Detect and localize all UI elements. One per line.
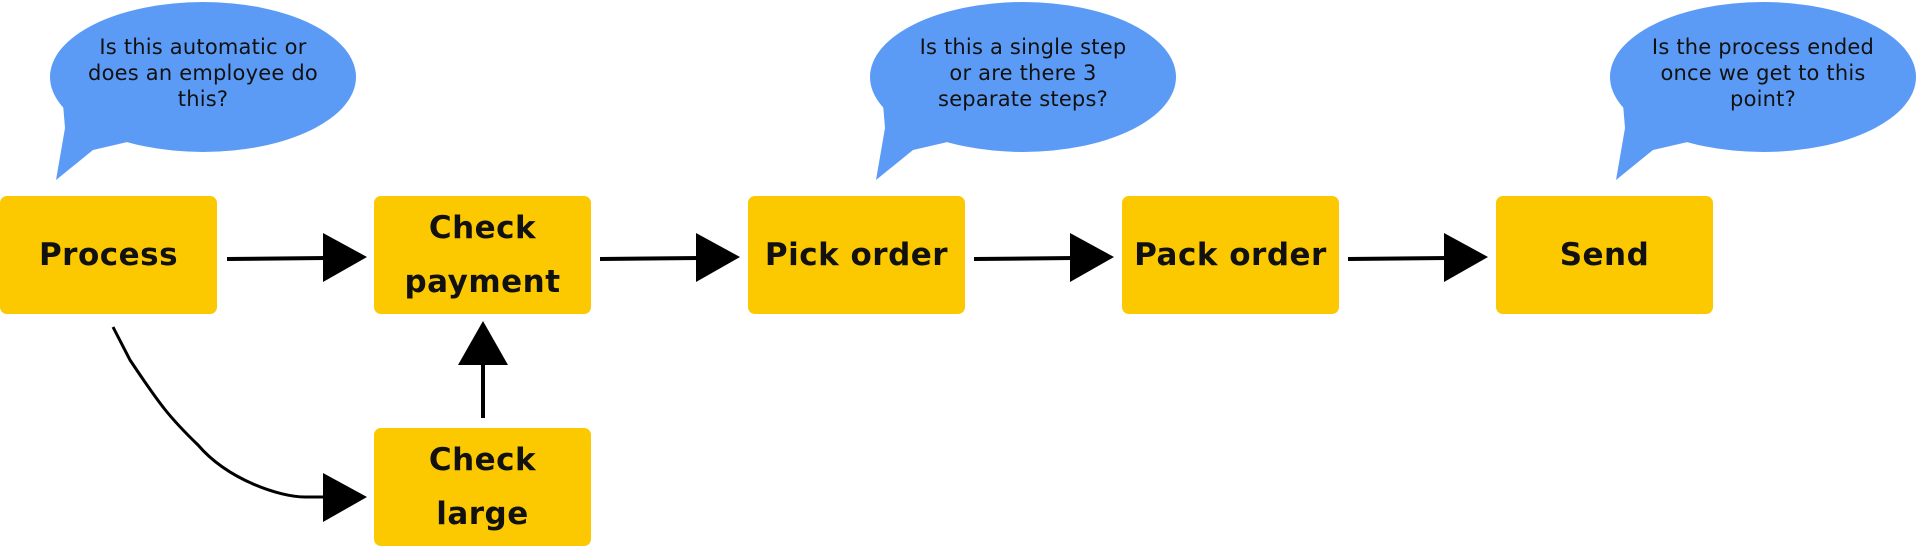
arrow-pack-order-to-send	[1347, 233, 1488, 282]
step-pick-order-label: Pick order	[764, 236, 949, 273]
arrow-process-to-check-payment-head	[323, 233, 367, 282]
speech-bubble-1	[50, 2, 356, 180]
speech-bubble-3	[1610, 2, 1916, 180]
step-process: Process	[0, 196, 217, 314]
step-process-label: Process	[38, 236, 179, 273]
step-check-payment: Check payment	[374, 196, 591, 314]
arrow-pick-order-to-pack-order-line	[973, 256, 1075, 261]
step-check-large-label: Check large	[428, 441, 537, 532]
arrow-process-to-check-payment	[226, 233, 367, 282]
arrow-pack-order-to-send-line	[1347, 256, 1449, 261]
arrow-process-to-check-large-head	[323, 473, 367, 522]
arrow-check-payment-to-pick-order-line	[599, 256, 701, 261]
step-pack-order-label: Pack order	[1134, 236, 1327, 273]
arrow-check-large-to-check-payment-head	[458, 321, 508, 365]
arrow-process-to-check-large	[111, 326, 367, 522]
arrow-check-payment-to-pick-order-head	[696, 233, 740, 282]
step-check-payment-label: Check payment	[404, 209, 561, 300]
speech-bubble-1-body	[50, 2, 356, 152]
speech-bubble-2-body	[870, 2, 1176, 152]
question-1-text: Is this automatic or does an employee do…	[88, 35, 318, 111]
step-pick-order: Pick order	[748, 196, 965, 314]
arrow-process-to-check-large-curve	[111, 326, 326, 499]
speech-bubble-3-tail	[1616, 92, 1692, 180]
arrow-pick-order-to-pack-order-head	[1070, 233, 1114, 282]
arrow-pack-order-to-send-head	[1444, 233, 1488, 282]
arrow-check-payment-to-pick-order	[599, 233, 740, 282]
arrow-process-to-check-payment-line	[226, 256, 327, 261]
speech-bubble-3-body	[1610, 2, 1916, 152]
arrow-check-large-to-check-payment	[458, 321, 508, 418]
step-send: Send	[1496, 196, 1713, 314]
step-check-large: Check large	[374, 428, 591, 546]
question-3-text: Is the process ended once we get to this…	[1651, 35, 1875, 111]
step-pack-order: Pack order	[1122, 196, 1339, 314]
step-send-label: Send	[1559, 236, 1650, 273]
arrow-pick-order-to-pack-order	[973, 233, 1114, 282]
speech-bubble-2-tail	[876, 92, 952, 180]
speech-bubble-1-tail	[56, 92, 132, 180]
speech-bubble-2	[870, 2, 1176, 180]
question-2-text: Is this a single step or are there 3 sep…	[919, 35, 1127, 111]
